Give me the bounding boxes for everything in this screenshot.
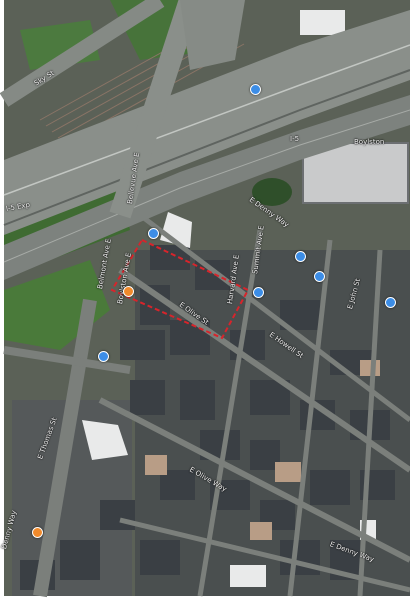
- street-label-top-right: Boylston: [354, 138, 385, 146]
- building-blocks: [12, 10, 410, 596]
- transit-pin[interactable]: [148, 228, 159, 239]
- transit-pin[interactable]: [250, 84, 261, 95]
- food-pin[interactable]: [123, 286, 134, 297]
- food-pin[interactable]: [32, 527, 43, 538]
- freeway: [0, 0, 410, 280]
- transit-pin[interactable]: [295, 251, 306, 262]
- transit-pin[interactable]: [98, 351, 109, 362]
- project-site-boundary: [110, 238, 250, 340]
- transit-pin[interactable]: [385, 297, 396, 308]
- street-label-left-lower: I-5: [290, 135, 300, 143]
- streets: [3, 213, 410, 598]
- transit-pin[interactable]: [314, 271, 325, 282]
- transit-pin[interactable]: [253, 287, 264, 298]
